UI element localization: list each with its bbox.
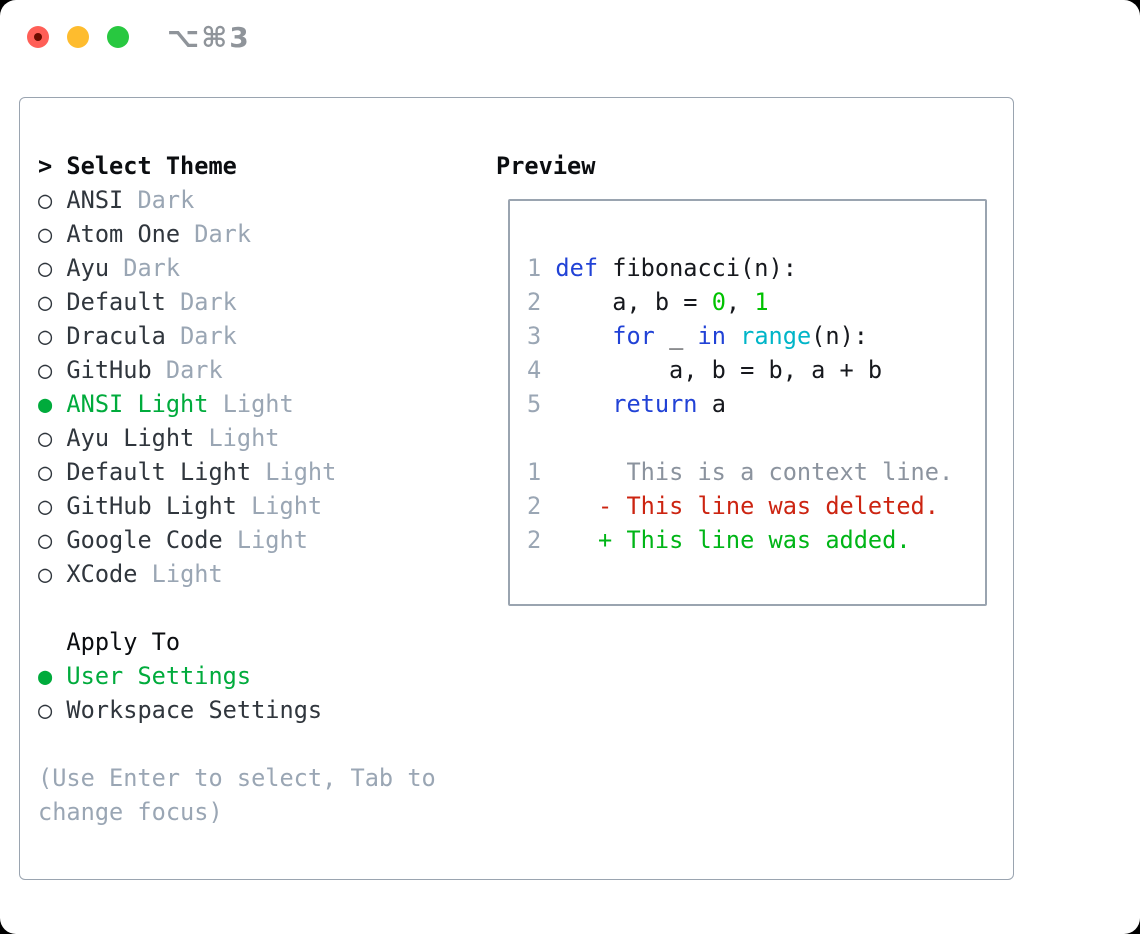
radio-icon: ○ [38, 356, 67, 384]
spacer [38, 727, 436, 761]
theme-list-header: > Select Theme [38, 152, 237, 180]
theme-option-ansi[interactable]: ○ ANSI Dark [38, 186, 195, 214]
radio-icon: ○ [38, 492, 67, 520]
close-button[interactable] [27, 26, 49, 48]
code-line: 2 a, b = 0, 1 [527, 288, 769, 316]
minimize-button[interactable] [67, 26, 89, 48]
spacer [38, 591, 436, 625]
help-text: (Use Enter to select, Tab to [38, 764, 436, 792]
theme-option-default[interactable]: ○ Default Dark [38, 288, 237, 316]
theme-option-ansi-light[interactable]: ● ANSI Light Light [38, 390, 294, 418]
help-text: change focus) [38, 798, 223, 826]
radio-icon: ○ [38, 526, 67, 554]
theme-option-github[interactable]: ○ GitHub Dark [38, 356, 223, 384]
radio-icon: ○ [38, 322, 67, 350]
apply-option-workspace-settings[interactable]: ○ Workspace Settings [38, 696, 323, 724]
apply-option-user-settings[interactable]: ● User Settings [38, 662, 252, 690]
radio-icon: ○ [38, 288, 67, 316]
code-line: 5 return a [527, 390, 726, 418]
code-preview: 1 def fibonacci(n): 2 a, b = 0, 1 3 for _ … [527, 251, 953, 557]
theme-option-dracula[interactable]: ○ Dracula Dark [38, 322, 237, 350]
diff-line-context: 1 This is a context line. [527, 458, 954, 486]
tab-shortcut-label: ⌥⌘3 [167, 21, 251, 54]
theme-panel: > Select Theme ○ ANSI Dark ○ Atom One Dark… [38, 149, 436, 829]
theme-option-ayu[interactable]: ○ Ayu Dark [38, 254, 181, 282]
theme-option-xcode[interactable]: ○ XCode Light [38, 560, 223, 588]
spacer [527, 421, 953, 455]
radio-selected-icon: ● [38, 390, 67, 418]
radio-icon: ○ [38, 186, 67, 214]
radio-icon: ○ [38, 458, 67, 486]
radio-icon: ○ [38, 560, 67, 588]
preview-box [508, 199, 987, 606]
theme-option-ayu-light[interactable]: ○ Ayu Light Light [38, 424, 280, 452]
radio-icon: ○ [38, 220, 67, 248]
diff-line-added: 2 + This line was added. [527, 526, 911, 554]
theme-option-github-light[interactable]: ○ GitHub Light Light [38, 492, 323, 520]
code-line: 3 for _ in range(n): [527, 322, 868, 350]
code-line: 4 a, b = b, a + b [527, 356, 883, 384]
code-line: 1 def fibonacci(n): [527, 254, 797, 282]
zoom-button[interactable] [107, 26, 129, 48]
radio-icon: ○ [38, 424, 67, 452]
theme-option-default-light[interactable]: ○ Default Light Light [38, 458, 337, 486]
theme-option-google-code[interactable]: ○ Google Code Light [38, 526, 308, 554]
radio-icon: ○ [38, 696, 67, 724]
diff-line-deleted: 2 - This line was deleted. [527, 492, 939, 520]
apply-to-header: Apply To [38, 628, 181, 656]
preview-title: Preview [496, 152, 596, 180]
theme-option-atom-one[interactable]: ○ Atom One Dark [38, 220, 252, 248]
radio-icon: ○ [38, 254, 67, 282]
radio-selected-icon: ● [38, 662, 67, 690]
close-dot-icon [34, 33, 42, 41]
